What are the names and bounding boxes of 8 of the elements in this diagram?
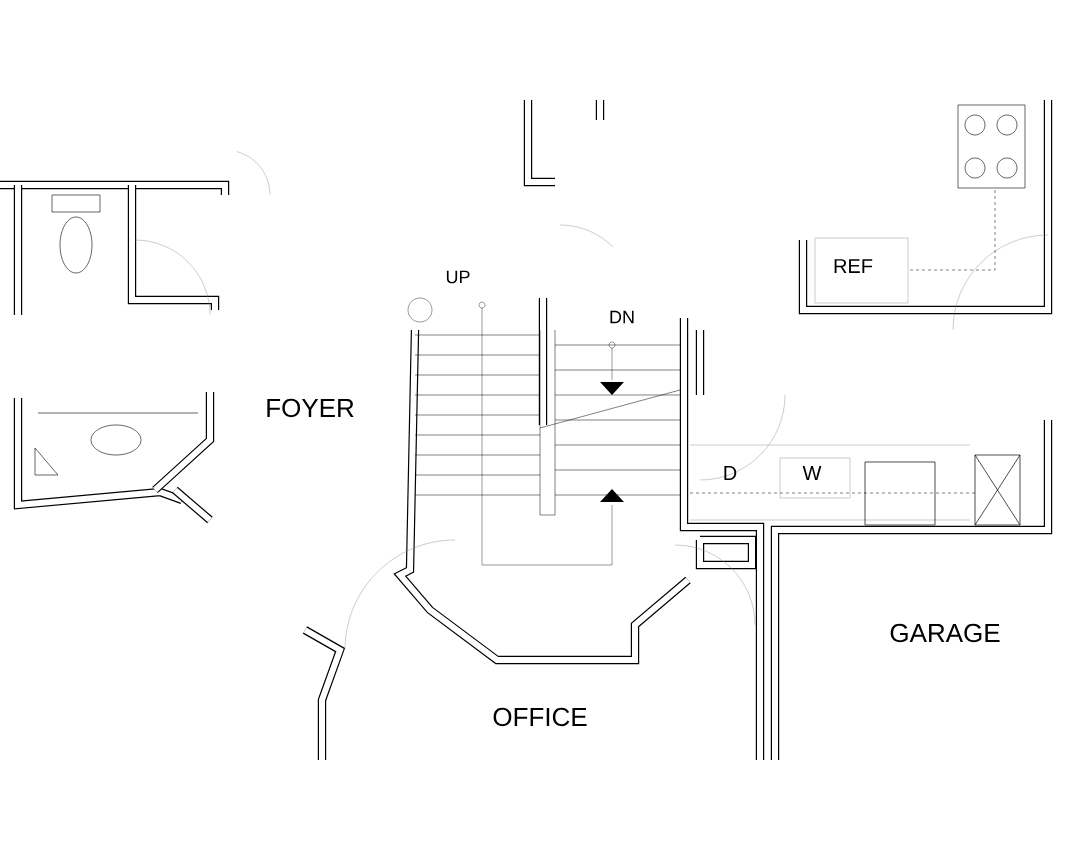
stair-label: DN [610, 310, 634, 324]
appliance-label: D [724, 466, 737, 480]
room-label: FOYER [267, 398, 354, 418]
appliance-label: REF [834, 259, 873, 273]
room-label: GARAGE [890, 623, 1000, 643]
appliance-label: W [802, 466, 822, 480]
stair-label: UP [446, 270, 470, 284]
room-label: OFFICE [493, 707, 587, 727]
